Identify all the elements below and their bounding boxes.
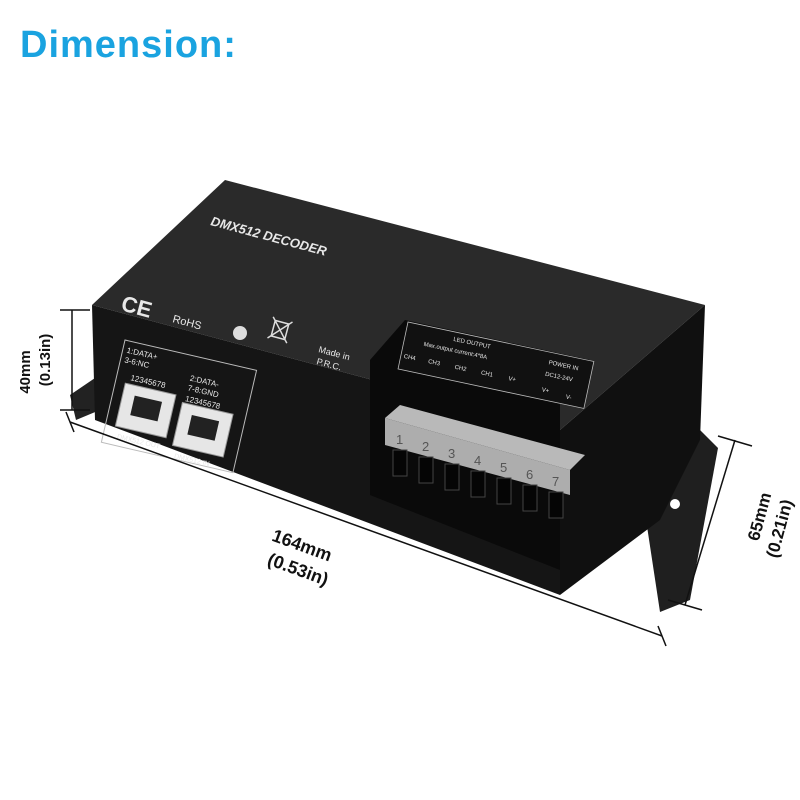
terminal-screw[interactable] [418, 456, 434, 484]
channel-label: CH3 [427, 359, 441, 368]
terminal-number: 3 [448, 446, 455, 461]
channel-label: CH1 [480, 370, 494, 379]
terminal-number: 5 [500, 460, 507, 475]
recycle-icon [233, 326, 247, 340]
terminal-number: 4 [474, 453, 481, 468]
terminal-screw[interactable] [470, 470, 486, 498]
terminal-screw[interactable] [496, 477, 512, 505]
terminal-number: 1 [396, 432, 403, 447]
device-side-face [560, 305, 705, 595]
height-mm-label: 40mm [17, 350, 34, 393]
flange-hole [670, 499, 680, 509]
terminal-screw[interactable] [392, 449, 408, 477]
terminal-screw[interactable] [548, 491, 564, 519]
terminal-screw[interactable] [522, 484, 538, 512]
channel-label: V+ [508, 376, 517, 384]
terminal-screw[interactable] [444, 463, 460, 491]
height-in-label: (0.13in) [37, 334, 54, 387]
terminal-number: 6 [526, 467, 533, 482]
channel-label: CH2 [454, 365, 468, 374]
terminal-number: 7 [552, 474, 559, 489]
power-terminal-label: V+ [541, 387, 550, 395]
channel-label: CH4 [403, 354, 417, 363]
weee-bin-icon [267, 316, 293, 344]
dimension-lines [60, 309, 753, 647]
terminal-label-panel: LED OUTPUT Max.output current:4*8A POWER… [397, 321, 595, 409]
power-terminal-label: V- [565, 395, 572, 402]
page-title: Dimension: [20, 24, 237, 66]
terminal-number: 2 [422, 439, 429, 454]
power-voltage: DC12-24V [544, 372, 573, 384]
screw-terminal-row: 1 2 3 4 5 6 7 [385, 405, 585, 519]
